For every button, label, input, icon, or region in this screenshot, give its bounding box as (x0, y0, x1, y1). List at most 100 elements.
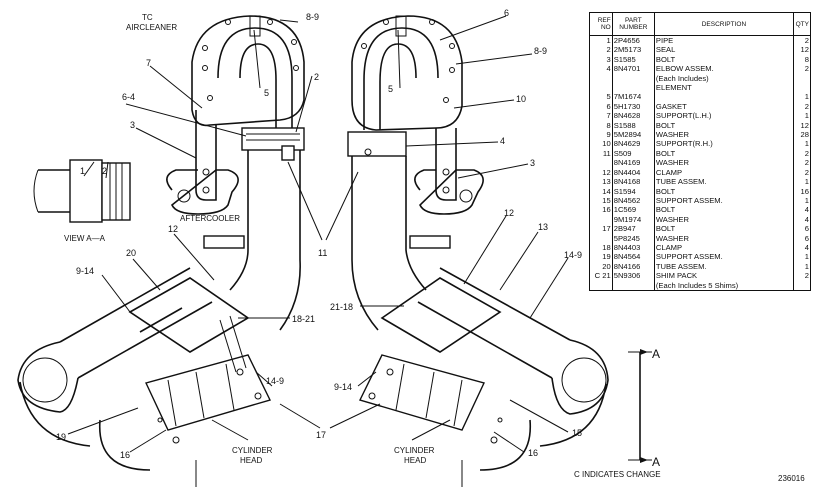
cell-desc: (Each Includes) (654, 73, 795, 84)
cell-ref: 16 (589, 205, 613, 215)
callout-14-9-left: 14-9 (266, 376, 284, 386)
cell-qty: 12 (800, 45, 809, 55)
cell-qty: 2 (804, 167, 809, 177)
cell-part: 5M2894 (612, 130, 655, 140)
cell-part: 8N4628 (612, 111, 655, 121)
callout-6-right: 6 (504, 8, 509, 18)
cell-desc: PIPE (654, 35, 795, 46)
cell-desc: SUPPORT(L.H.) (654, 111, 795, 121)
cell-part: 8N4166 (612, 261, 655, 272)
callout-14-9-right: 14-9 (564, 250, 582, 260)
callout-10: 10 (516, 94, 526, 104)
callout-4: 4 (500, 136, 505, 146)
aftercooler-label: AFTERCOOLER (180, 214, 240, 223)
left-elbow-assembly (17, 15, 305, 471)
cell-qty: 2 (804, 64, 809, 74)
callout-2-upper: 2 (314, 72, 319, 82)
cell-part: 8N4168 (612, 177, 655, 187)
cell-qty: 8 (804, 54, 809, 64)
callout-3-right: 3 (530, 158, 535, 168)
cylinder-head-left-line2: HEAD (240, 456, 262, 465)
callout-numbers: 1 2 3 6-4 7 2 8-9 5 11 5 6 8-9 10 4 3 12… (56, 8, 582, 460)
cell-ref: 10 (589, 139, 613, 149)
parts-table-row: (Each Includes 5 Shims) (589, 280, 811, 291)
cell-desc: GASKET (654, 101, 795, 112)
cell-part: 5N9306 (612, 271, 655, 281)
callout-21-18: 21-18 (330, 302, 353, 312)
cell-ref: 2 (589, 45, 613, 55)
cell-part: 8N4564 (612, 252, 655, 262)
parts-table-row: ELEMENT (589, 83, 811, 93)
cell-ref: 20 (589, 261, 613, 272)
change-note: C INDICATES CHANGE (574, 470, 661, 479)
cell-part: S509 (612, 148, 655, 159)
view-aa-label: VIEW A—A (64, 234, 106, 243)
callout-5-right: 5 (388, 84, 393, 94)
callout-16-right: 16 (528, 448, 538, 458)
cell-part: 5H1730 (612, 101, 655, 112)
cell-desc: BOLT (654, 186, 795, 196)
cylinder-head-right-line1: CYLINDER (394, 446, 435, 455)
cell-qty (794, 281, 811, 291)
cell-desc: BOLT (654, 148, 795, 159)
cell-part: 8N4169 (612, 158, 655, 168)
cell-qty: 1 (804, 252, 809, 262)
cell-desc: CLAMP (654, 167, 795, 178)
cell-qty: 4 (804, 214, 809, 224)
right-elbow-assembly (347, 15, 609, 471)
parts-table-row: (Each Includes) (589, 73, 811, 84)
cell-qty (794, 74, 811, 83)
cell-qty: 1 (804, 92, 809, 102)
cell-ref (589, 83, 613, 93)
cell-qty: 1 (804, 195, 809, 205)
cell-qty: 2 (804, 148, 809, 158)
cell-desc: BOLT (654, 54, 795, 65)
callout-20: 20 (126, 248, 136, 258)
cell-desc: SEAL (654, 45, 795, 55)
cell-part: 2M5173 (612, 45, 655, 55)
cell-part: 8N4701 (612, 64, 655, 74)
cell-part: S1588 (612, 120, 655, 131)
cell-part: 8N4404 (612, 167, 655, 178)
callout-15: 15 (572, 428, 582, 438)
section-a-top: A (652, 347, 660, 361)
callout-9-14-right: 9-14 (334, 382, 352, 392)
callout-7: 7 (146, 58, 151, 68)
cell-part: 5P8245 (612, 233, 655, 243)
section-marker-a (628, 349, 652, 463)
cell-ref (589, 233, 613, 243)
cell-desc: WASHER (654, 233, 795, 243)
cell-qty: 4 (804, 205, 809, 215)
cell-part: 8N4562 (612, 195, 655, 206)
cell-desc: SHIM PACK (654, 271, 795, 281)
callout-12-right: 12 (504, 208, 514, 218)
callout-8-9-right: 8-9 (534, 46, 547, 56)
cell-desc: WASHER (654, 214, 795, 225)
cell-ref: 12 (589, 167, 613, 178)
cell-part: S1585 (612, 54, 655, 65)
cell-ref: 1 (589, 35, 613, 46)
cell-qty: 1 (804, 261, 809, 271)
cell-desc: WASHER (654, 158, 795, 168)
callout-13: 13 (538, 222, 548, 232)
